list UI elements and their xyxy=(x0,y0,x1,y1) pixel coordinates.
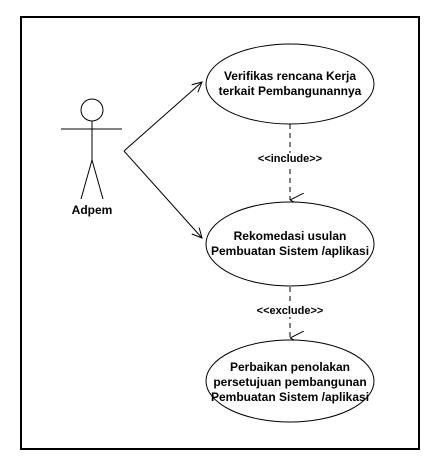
actor-right-leg xyxy=(91,159,104,200)
use-case-ellipse-1 xyxy=(205,43,375,125)
include-label: <<include>> xyxy=(250,153,330,165)
actor-left-leg xyxy=(80,159,93,200)
use-case-3-line-2: persetujuan pembangunan xyxy=(213,374,367,389)
exclude-label: <<exclude>> xyxy=(250,305,330,317)
use-case-3-line-3: Pembuatan Sistem /aplikasi xyxy=(210,389,370,404)
use-case-2: Rekomedasi usulan Pembuatan Sistem /apli… xyxy=(206,214,374,274)
actor-label: Adpem xyxy=(71,203,113,217)
use-case-3: Perbaikan penolakan persetujuan pembangu… xyxy=(204,351,376,413)
use-case-ellipse-2 xyxy=(205,201,375,287)
use-case-3-line-1: Perbaikan penolakan xyxy=(229,359,351,374)
association-line-1 xyxy=(123,82,202,152)
use-case-1-line-1: Verifikas rencana Kerja xyxy=(223,69,357,83)
actor-head xyxy=(80,98,104,122)
actor-figure xyxy=(61,98,122,200)
use-case-1: Verifikas rencana Kerja terkait Pembangu… xyxy=(206,54,374,114)
use-case-1-line-2: terkait Pembangunannya xyxy=(218,84,362,98)
use-case-2-line-1: Rekomedasi usulan xyxy=(233,229,347,243)
use-case-ellipse-3 xyxy=(205,339,375,423)
diagram-frame xyxy=(20,16,420,450)
association-line-2 xyxy=(123,150,202,238)
use-case-2-line-2: Pembuatan Sistem /aplikasi xyxy=(210,244,370,258)
